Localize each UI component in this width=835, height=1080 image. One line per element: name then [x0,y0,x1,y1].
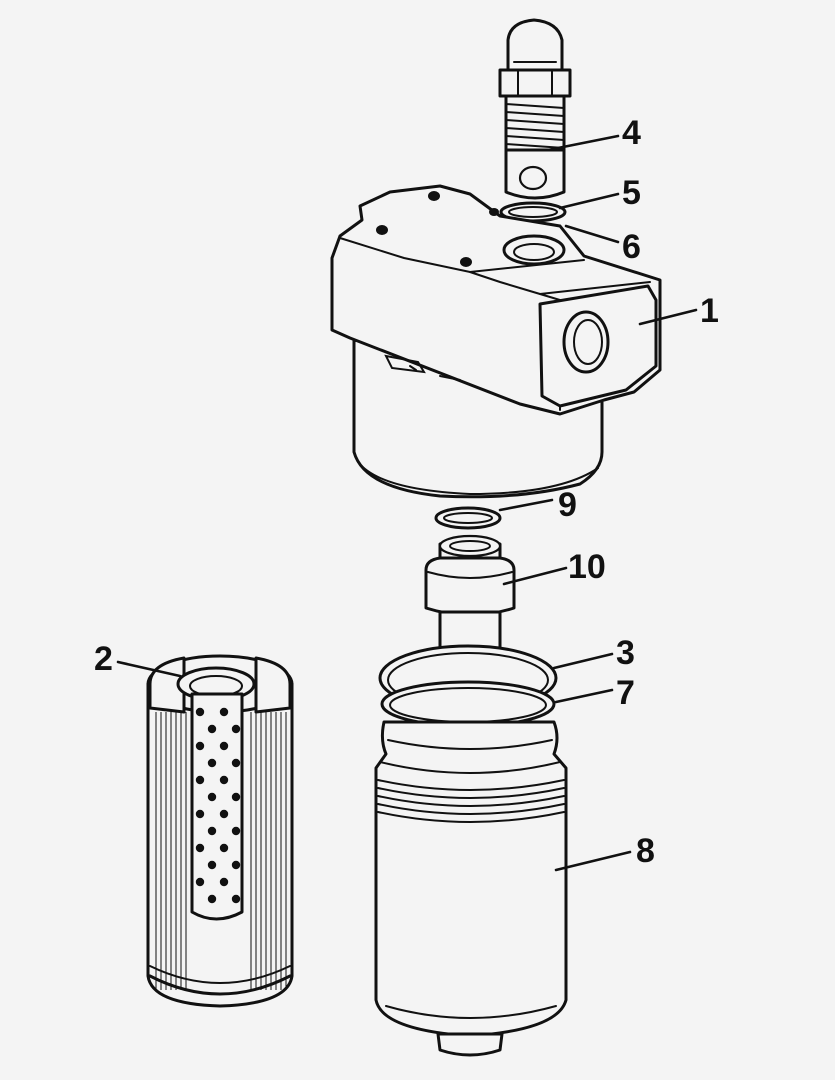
perforation-hole [219,707,229,717]
perforation-hole [195,877,205,887]
leader-6 [564,224,620,244]
perforation-hole [195,707,205,717]
leader-5 [558,192,620,210]
perforation-hole [231,792,241,802]
leader-lines [116,134,698,872]
perforation-hole [231,860,241,870]
perforation-hole [207,894,217,904]
leader-8 [554,850,632,872]
part-8-filter-bowl [374,720,568,1057]
part-4-valve-plug [498,18,572,200]
part-2-filter-element [146,654,294,1008]
perforation-hole [231,826,241,836]
leader-4 [546,134,620,152]
callout-4: 4 [622,114,641,152]
perforation-hole [195,775,205,785]
perforation-hole [219,843,229,853]
perforation-hole [195,741,205,751]
perforation-hole [195,843,205,853]
callout-9: 9 [558,486,577,524]
leader-7 [554,688,614,704]
callout-2: 2 [94,640,113,678]
callout-6: 6 [622,228,641,266]
perforation-hole [207,860,217,870]
perforation-hole [219,741,229,751]
leader-9 [498,498,554,512]
perforation-hole [207,826,217,836]
perforation-hole [219,809,229,819]
leader-2 [116,660,182,678]
perforation-hole [195,809,205,819]
part-9-o-ring [434,506,502,530]
callout-10: 10 [568,548,606,586]
perforation-hole [207,758,217,768]
perforation-hole [231,894,241,904]
part-5-6-seals [499,201,567,223]
part-3-7-bowl-rings [378,644,558,728]
leader-10 [502,566,568,586]
part-1-filter-head [330,184,662,499]
callout-8: 8 [636,832,655,870]
perforation-hole [219,877,229,887]
perforation-hole [207,724,217,734]
leader-1 [638,308,698,326]
leader-3 [552,652,614,670]
callout-3: 3 [616,634,635,672]
part-10-adapter [424,534,516,664]
callout-7: 7 [616,674,635,712]
callout-labels: 1 2 3 4 5 6 7 8 9 10 [94,114,719,870]
callout-5: 5 [622,174,641,212]
perforation-hole [231,758,241,768]
perforation-hole [207,792,217,802]
callout-1: 1 [700,292,719,330]
perforation-hole [231,724,241,734]
perforation-hole [219,775,229,785]
